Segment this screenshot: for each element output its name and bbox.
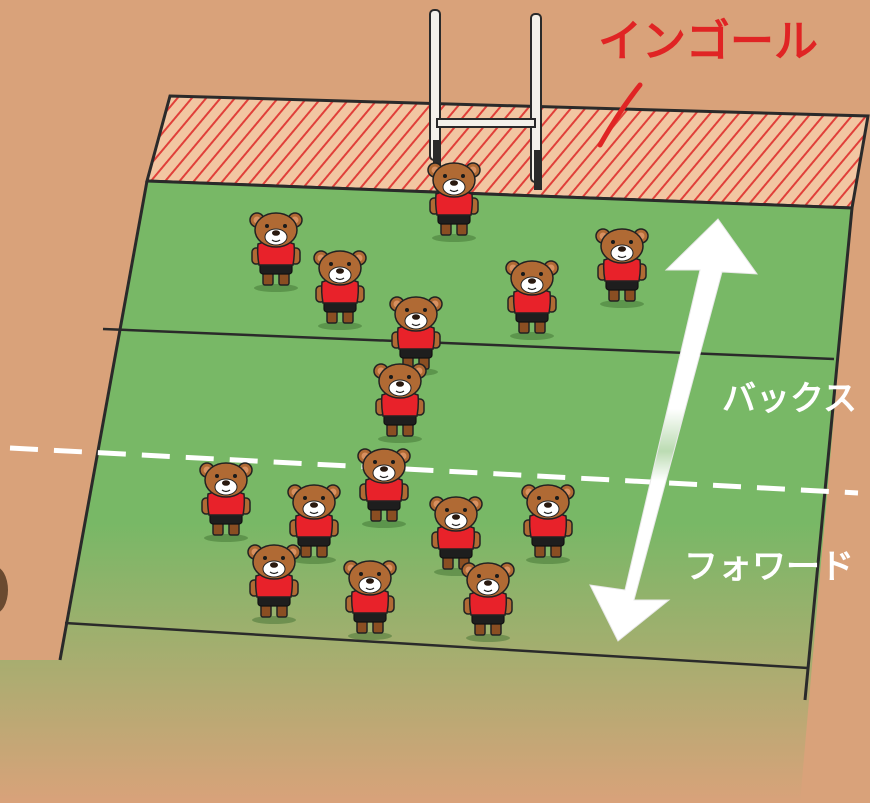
forwards-label: フォワード	[684, 547, 854, 587]
playing-field	[0, 181, 852, 803]
backs-label: バックス	[722, 379, 857, 419]
offscreen-player	[0, 566, 8, 614]
in-goal-label: インゴール	[598, 16, 818, 67]
